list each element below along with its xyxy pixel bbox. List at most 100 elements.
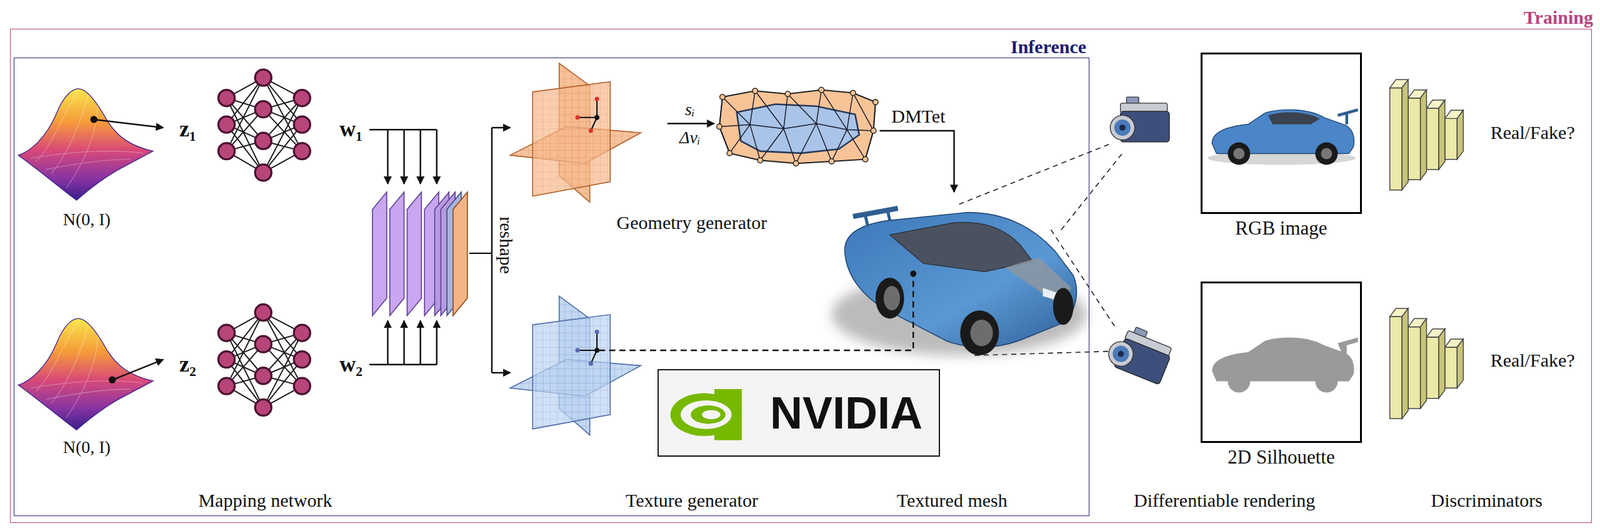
logo-eye-inner — [690, 405, 726, 424]
feature-plane — [372, 191, 387, 316]
feature-plane-last — [453, 191, 468, 316]
projection-dot — [595, 96, 600, 102]
tet-vertex — [850, 90, 856, 95]
tet-vertex — [818, 86, 824, 92]
latent-symbol: z₁ — [179, 116, 197, 143]
bracket-line — [491, 127, 493, 373]
tet-vertex — [862, 156, 868, 162]
stage-label: Discriminators — [1431, 489, 1543, 512]
gaussian-surface — [18, 88, 154, 200]
style-line — [369, 363, 437, 365]
car-spoiler — [853, 208, 899, 217]
tet-vertex — [870, 128, 876, 134]
tet-edges — [719, 90, 876, 164]
tet-vertex — [873, 99, 879, 105]
projection-dot — [588, 361, 594, 366]
car-body — [845, 212, 1077, 347]
tet-vertex — [752, 88, 758, 94]
sample-arrow — [93, 119, 164, 128]
tet-outer — [719, 90, 876, 164]
silhouette-wheel — [1227, 370, 1250, 393]
texture-lookup-line — [598, 273, 914, 350]
car-silhouette — [1211, 336, 1358, 392]
discriminator-stack — [1390, 79, 1464, 190]
rendered-car-wheel — [1315, 142, 1338, 165]
rendered-car-spoiler — [1337, 109, 1358, 124]
projection-dot — [575, 347, 580, 352]
style-arrow — [436, 129, 438, 184]
stage-label: Differentiable rendering — [1133, 489, 1315, 512]
logo-eye-pupil — [701, 409, 720, 419]
style-arrow — [419, 129, 421, 184]
sample-dot — [90, 115, 97, 123]
style-arrow — [403, 129, 405, 184]
bracket-stem — [469, 252, 492, 254]
stage-label: Mapping network — [198, 489, 332, 512]
bracket-arrow — [491, 371, 510, 374]
feature-plane — [406, 191, 422, 316]
rendered-car-rim — [1233, 148, 1245, 160]
tet-vertex — [828, 158, 834, 164]
rendered-car — [1207, 109, 1359, 165]
stage-label: Texture generator — [625, 489, 759, 512]
math-symbol: sᵢ — [685, 99, 695, 120]
training-region: TrainingInferenceNVIDIARGB image2D Silho… — [10, 28, 1592, 523]
distribution-label: N(0, I) — [63, 209, 111, 230]
output-label: Real/Fake? — [1490, 121, 1575, 144]
camera-icon — [1110, 96, 1170, 142]
tet-vertices — [716, 86, 879, 166]
dmtet-arrow — [879, 130, 954, 192]
tet-vertex — [726, 150, 732, 156]
car-rim — [883, 285, 900, 310]
silhouette-frame: 2D Silhouette — [1200, 281, 1362, 443]
latent-symbol: w₁ — [339, 116, 363, 143]
feature-stack — [372, 191, 468, 316]
style-line — [369, 128, 437, 130]
projection-lines — [577, 331, 597, 364]
rendered-car-rim — [1320, 148, 1332, 160]
inference-region: InferenceNVIDIA — [13, 57, 1090, 516]
tetrahedral-grid — [716, 86, 879, 166]
sample-dot — [108, 376, 116, 384]
rendered-image-frame: RGB image — [1200, 52, 1362, 214]
projection-dot — [575, 115, 580, 120]
operation-label: DMTet — [891, 105, 945, 128]
logo-box: NVIDIA — [657, 368, 940, 457]
tet-vertex — [757, 157, 763, 163]
tet-vertex — [716, 123, 722, 129]
car-rim — [970, 319, 994, 346]
mlp-network — [218, 69, 310, 181]
query-point — [594, 347, 600, 353]
surface-point — [910, 270, 917, 277]
style-arrow — [436, 320, 438, 365]
logo-eye-outer — [670, 393, 739, 437]
stage-label: Textured mesh — [896, 489, 1008, 512]
tet-vertex — [785, 91, 790, 97]
car-wheel — [875, 277, 905, 319]
car-wheel — [1053, 287, 1074, 325]
distribution-label: N(0, I) — [63, 436, 111, 457]
projection-dot — [595, 329, 600, 334]
style-arrow — [386, 320, 389, 365]
logo-eye — [670, 388, 742, 440]
projection-lines — [577, 98, 597, 131]
texture-triplane — [510, 295, 641, 435]
sample-arrow — [112, 359, 164, 380]
latent-symbol: z₂ — [179, 351, 197, 377]
style-arrow — [386, 129, 389, 184]
bracket-arrow — [491, 126, 510, 129]
query-point — [594, 115, 600, 120]
car-wheel — [960, 310, 999, 355]
rendered-car-window — [1268, 112, 1320, 125]
gaussian-surface — [18, 318, 154, 430]
node-label: Inference — [1010, 36, 1087, 59]
node-label: NVIDIA — [770, 386, 923, 439]
node-label: Training — [1523, 6, 1594, 29]
triplane-plane — [532, 81, 610, 197]
style-arrow — [403, 320, 405, 365]
camera-icon — [1104, 320, 1177, 385]
logo-eye-white — [680, 400, 732, 429]
style-arrow — [419, 320, 421, 365]
feature-plane — [390, 191, 405, 316]
